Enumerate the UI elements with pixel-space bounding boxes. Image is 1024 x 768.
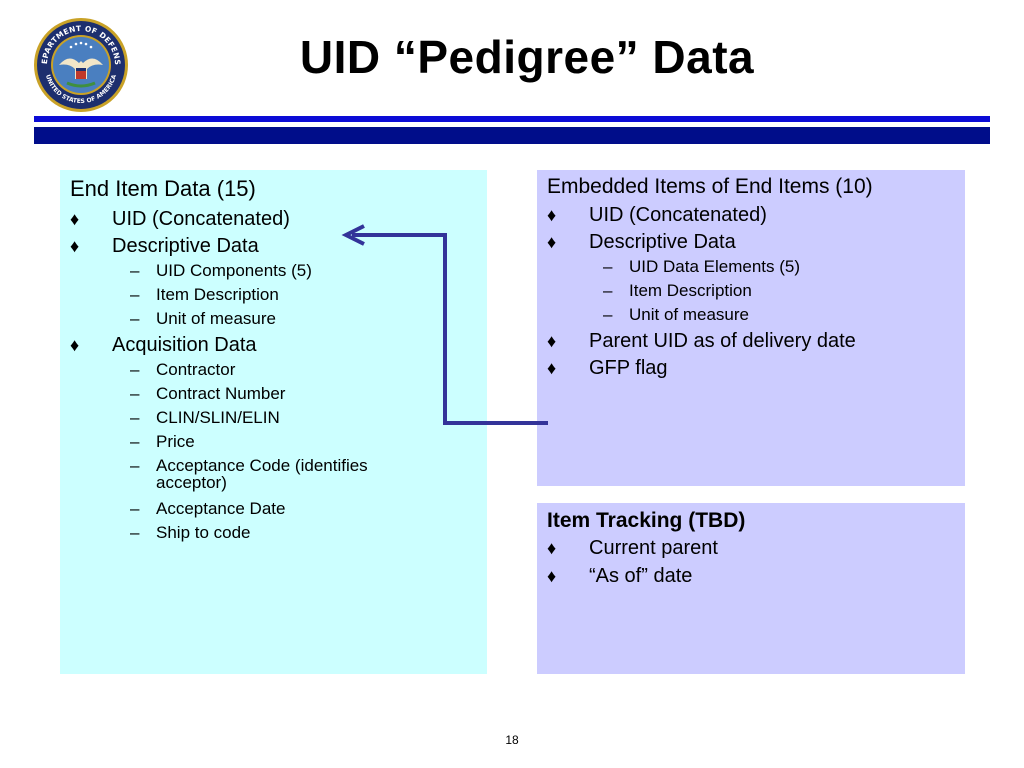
dash-bullet-icon: – <box>130 360 140 379</box>
slide-title: UID “Pedigree” Data <box>299 31 755 83</box>
dash-bullet-icon: – <box>130 456 140 475</box>
list-item: ♦ “As of” date <box>547 565 693 587</box>
diamond-bullet-icon: ♦ <box>547 358 557 378</box>
list-item: ♦ UID (Concatenated) <box>547 204 767 226</box>
diamond-bullet-icon: ♦ <box>70 236 80 256</box>
dash-bullet-icon: – <box>130 408 140 427</box>
sub-list-item: –Acceptance Date <box>130 499 286 518</box>
sub-list-item: –UID Data Elements (5) <box>603 257 800 276</box>
list-item: ♦ Parent UID as of delivery date <box>547 330 856 352</box>
list-item: ♦ Acquisition Data <box>70 334 257 356</box>
end-item-list: ♦ UID (Concatenated) <box>60 209 290 229</box>
sub-list-item: –Acceptance Code (identifies acceptor) <box>130 456 368 492</box>
embedded-items-box: Embedded Items of End Items (10) ♦ UID (… <box>537 170 965 486</box>
dash-bullet-icon: – <box>130 384 140 403</box>
dash-bullet-icon: – <box>130 285 140 304</box>
diamond-bullet-icon: ♦ <box>70 335 80 355</box>
sub-list-item: –UID Components (5) <box>130 261 312 280</box>
sub-list-item: –Price <box>130 432 195 451</box>
sub-list-item: –Unit of measure <box>603 305 749 324</box>
list-item: ♦ Current parent <box>547 537 718 559</box>
sub-list-item: –Item Description <box>603 281 752 300</box>
diamond-bullet-icon: ♦ <box>547 232 557 252</box>
diamond-bullet-icon: ♦ <box>547 205 557 225</box>
dod-seal-logo: DEPARTMENT OF DEFENSE UNITED STATES OF A… <box>33 17 128 112</box>
dash-bullet-icon: – <box>603 257 613 276</box>
sub-list-item: –Item Description <box>130 285 279 304</box>
diamond-bullet-icon: ♦ <box>547 566 557 586</box>
dash-bullet-icon: – <box>603 281 613 300</box>
dash-bullet-icon: – <box>130 523 140 542</box>
title-rule-thin <box>34 116 990 122</box>
diamond-bullet-icon: ♦ <box>70 209 80 229</box>
sub-list-item: –Ship to code <box>130 523 251 542</box>
list-item: ♦ GFP flag <box>547 357 668 379</box>
list-item: ♦ Descriptive Data <box>547 231 736 253</box>
diamond-bullet-icon: ♦ <box>547 538 557 558</box>
end-item-data-heading: End Item Data (15) <box>70 176 256 201</box>
sub-list-item: –Contractor <box>130 360 236 379</box>
sub-list-item: –Unit of measure <box>130 309 276 328</box>
end-item-data-box: End Item Data (15) ♦ UID (Concatenated) … <box>60 170 487 674</box>
item-tracking-heading: Item Tracking (TBD) <box>547 509 746 532</box>
dash-bullet-icon: – <box>130 261 140 280</box>
sub-list-item: –CLIN/SLIN/ELIN <box>130 408 280 427</box>
dash-bullet-icon: – <box>130 309 140 328</box>
list-item: ♦ Descriptive Data <box>70 235 259 257</box>
sub-list-item: –Contract Number <box>130 384 286 403</box>
page-number: 18 <box>505 733 519 747</box>
dash-bullet-icon: – <box>130 432 140 451</box>
diamond-bullet-icon: ♦ <box>547 331 557 351</box>
embedded-items-heading: Embedded Items of End Items (10) <box>547 175 873 198</box>
title-rule-thick <box>34 127 990 144</box>
dash-bullet-icon: – <box>603 305 613 324</box>
item-tracking-box: Item Tracking (TBD) ♦ Current parent ♦ “… <box>537 503 965 674</box>
list-item: ♦ UID (Concatenated) <box>70 208 290 230</box>
dash-bullet-icon: – <box>130 499 140 518</box>
